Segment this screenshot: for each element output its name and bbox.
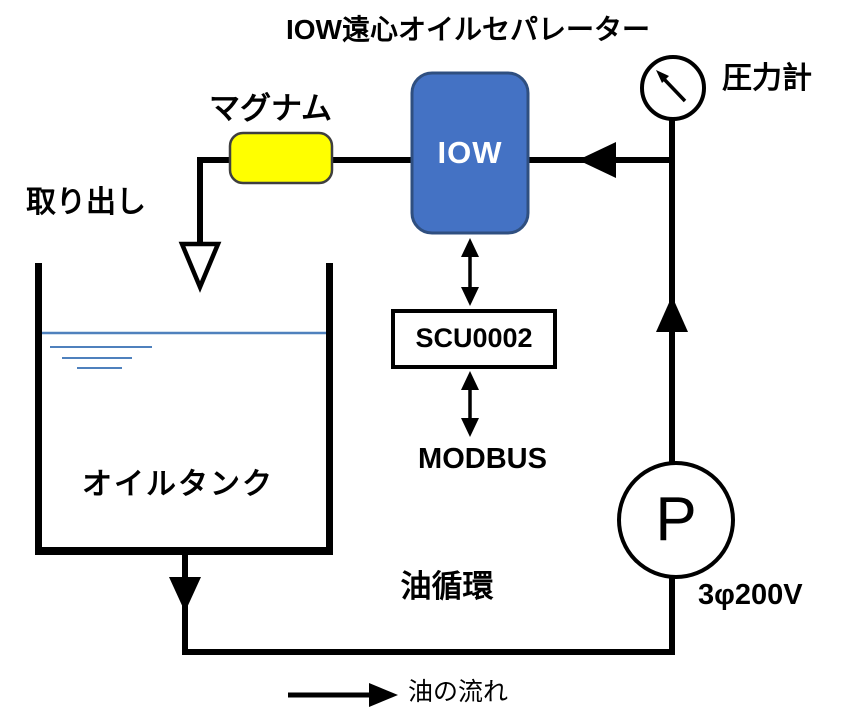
controller-label: SCU0002 — [415, 323, 533, 354]
pump-circle — [617, 461, 735, 579]
separator-label: IOW — [437, 134, 503, 170]
gauge-needle — [661, 76, 687, 103]
signal-arrow-down-icon — [461, 287, 479, 306]
tank-left-wall — [35, 263, 42, 554]
discharge-open-arrow-icon — [178, 241, 222, 293]
modbus-label: MODBUS — [418, 443, 547, 475]
signal-arrow-up-icon — [461, 238, 479, 257]
separator-box — [410, 71, 530, 235]
arrow-into-separator-icon — [578, 142, 616, 178]
pressure-gauge-label: 圧力計 — [722, 62, 812, 95]
power-supply-label: 3φ200V — [698, 579, 803, 611]
controller-box — [391, 309, 557, 369]
arrow-up-to-gauge-icon — [656, 296, 688, 332]
magnum-box — [228, 131, 334, 185]
oil-tank-label: オイルタンク — [82, 468, 274, 501]
diagram-title: IOW遠心オイルセパレーター — [286, 14, 650, 45]
signal-arrow-up2-icon — [461, 371, 479, 390]
pump-label: P — [655, 484, 697, 554]
tank-bottom-wall — [35, 547, 333, 555]
legend-arrow-head-icon — [369, 683, 398, 707]
tank-right-wall — [326, 263, 333, 554]
gauge-needle-tip-icon — [656, 70, 669, 83]
legend-flow-label: 油の流れ — [408, 678, 509, 706]
circulation-label: 油循環 — [400, 569, 494, 604]
magnum-label: マグナム — [208, 91, 333, 126]
takeout-label: 取り出し — [26, 186, 146, 219]
arrow-down-from-tank-icon — [169, 577, 201, 612]
signal-arrow-down2-icon — [461, 418, 479, 437]
